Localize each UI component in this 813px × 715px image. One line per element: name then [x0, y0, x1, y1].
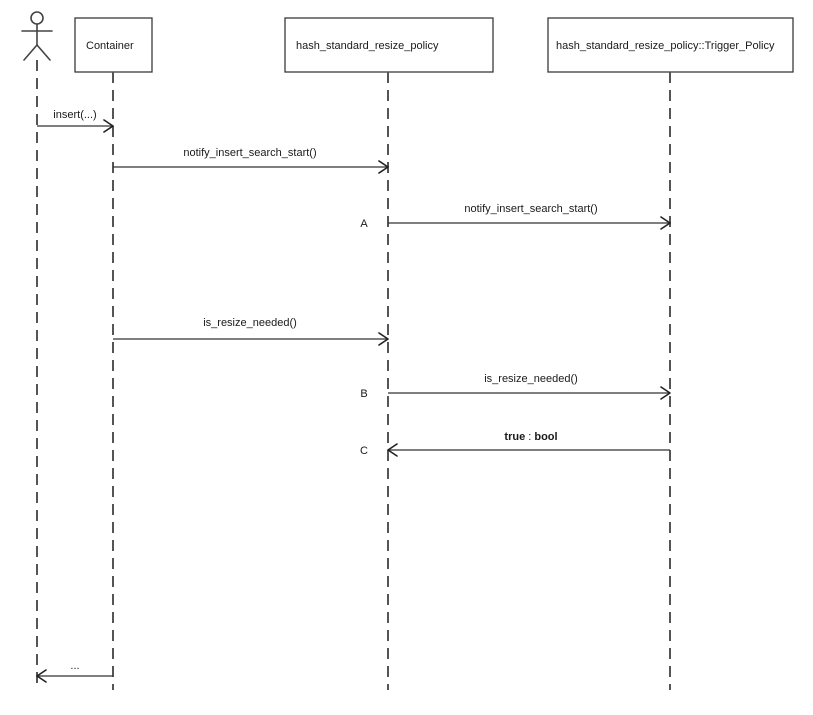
box-rect-trigger	[547, 17, 794, 73]
message-is-resize-needed-2[interactable]: B is_resize_needed()	[360, 373, 671, 400]
message-label-insert: insert(...)	[53, 109, 96, 121]
box-rect-container	[74, 17, 153, 73]
participant-label-policy: hash_standard_resize_policy	[296, 40, 439, 52]
message-arrowhead-notify-1	[378, 160, 389, 174]
message-marker-b: B	[360, 388, 367, 400]
return-type-bool: bool	[534, 431, 557, 443]
return-separator: :	[525, 431, 534, 443]
message-label-notify-1: notify_insert_search_start()	[183, 147, 316, 159]
message-insert[interactable]: insert(...)	[37, 109, 114, 133]
message-arrowhead-return-bool	[387, 443, 398, 457]
actor-left-leg-line	[23, 44, 38, 61]
message-arrowhead-insert	[103, 119, 114, 133]
message-arrowhead-return-final	[36, 669, 47, 683]
participant-label-container: Container	[86, 40, 134, 52]
actor-right-leg-line	[36, 44, 51, 61]
message-return-final[interactable]: ...	[36, 660, 113, 683]
message-arrowhead-resize-1	[378, 332, 389, 346]
message-label-resize-1: is_resize_needed()	[203, 317, 297, 329]
participant-box-trigger[interactable]: hash_standard_resize_policy::Trigger_Pol…	[547, 17, 794, 73]
box-rect-policy	[284, 17, 494, 73]
return-value-true: true	[504, 431, 525, 443]
actor-head-icon	[30, 11, 44, 25]
message-arrowhead-resize-2	[660, 386, 671, 400]
message-label-return-bool: true : bool	[504, 431, 557, 443]
message-label-return-final: ...	[70, 660, 79, 672]
message-marker-c: C	[360, 445, 368, 457]
participant-label-trigger: hash_standard_resize_policy::Trigger_Pol…	[556, 40, 775, 52]
message-label-notify-2: notify_insert_search_start()	[464, 203, 597, 215]
message-notify-insert-search-start-2[interactable]: A notify_insert_search_start()	[360, 203, 671, 230]
actor-figure[interactable]	[21, 11, 53, 61]
message-arrowhead-notify-2	[660, 216, 671, 230]
participant-box-container[interactable]: Container	[74, 17, 153, 73]
participant-box-policy[interactable]: hash_standard_resize_policy	[284, 17, 494, 73]
message-return-bool[interactable]: C true : bool	[360, 431, 670, 457]
message-notify-insert-search-start-1[interactable]: notify_insert_search_start()	[113, 147, 389, 174]
message-label-resize-2: is_resize_needed()	[484, 373, 578, 385]
message-is-resize-needed-1[interactable]: is_resize_needed()	[113, 317, 389, 346]
message-marker-a: A	[360, 218, 368, 230]
